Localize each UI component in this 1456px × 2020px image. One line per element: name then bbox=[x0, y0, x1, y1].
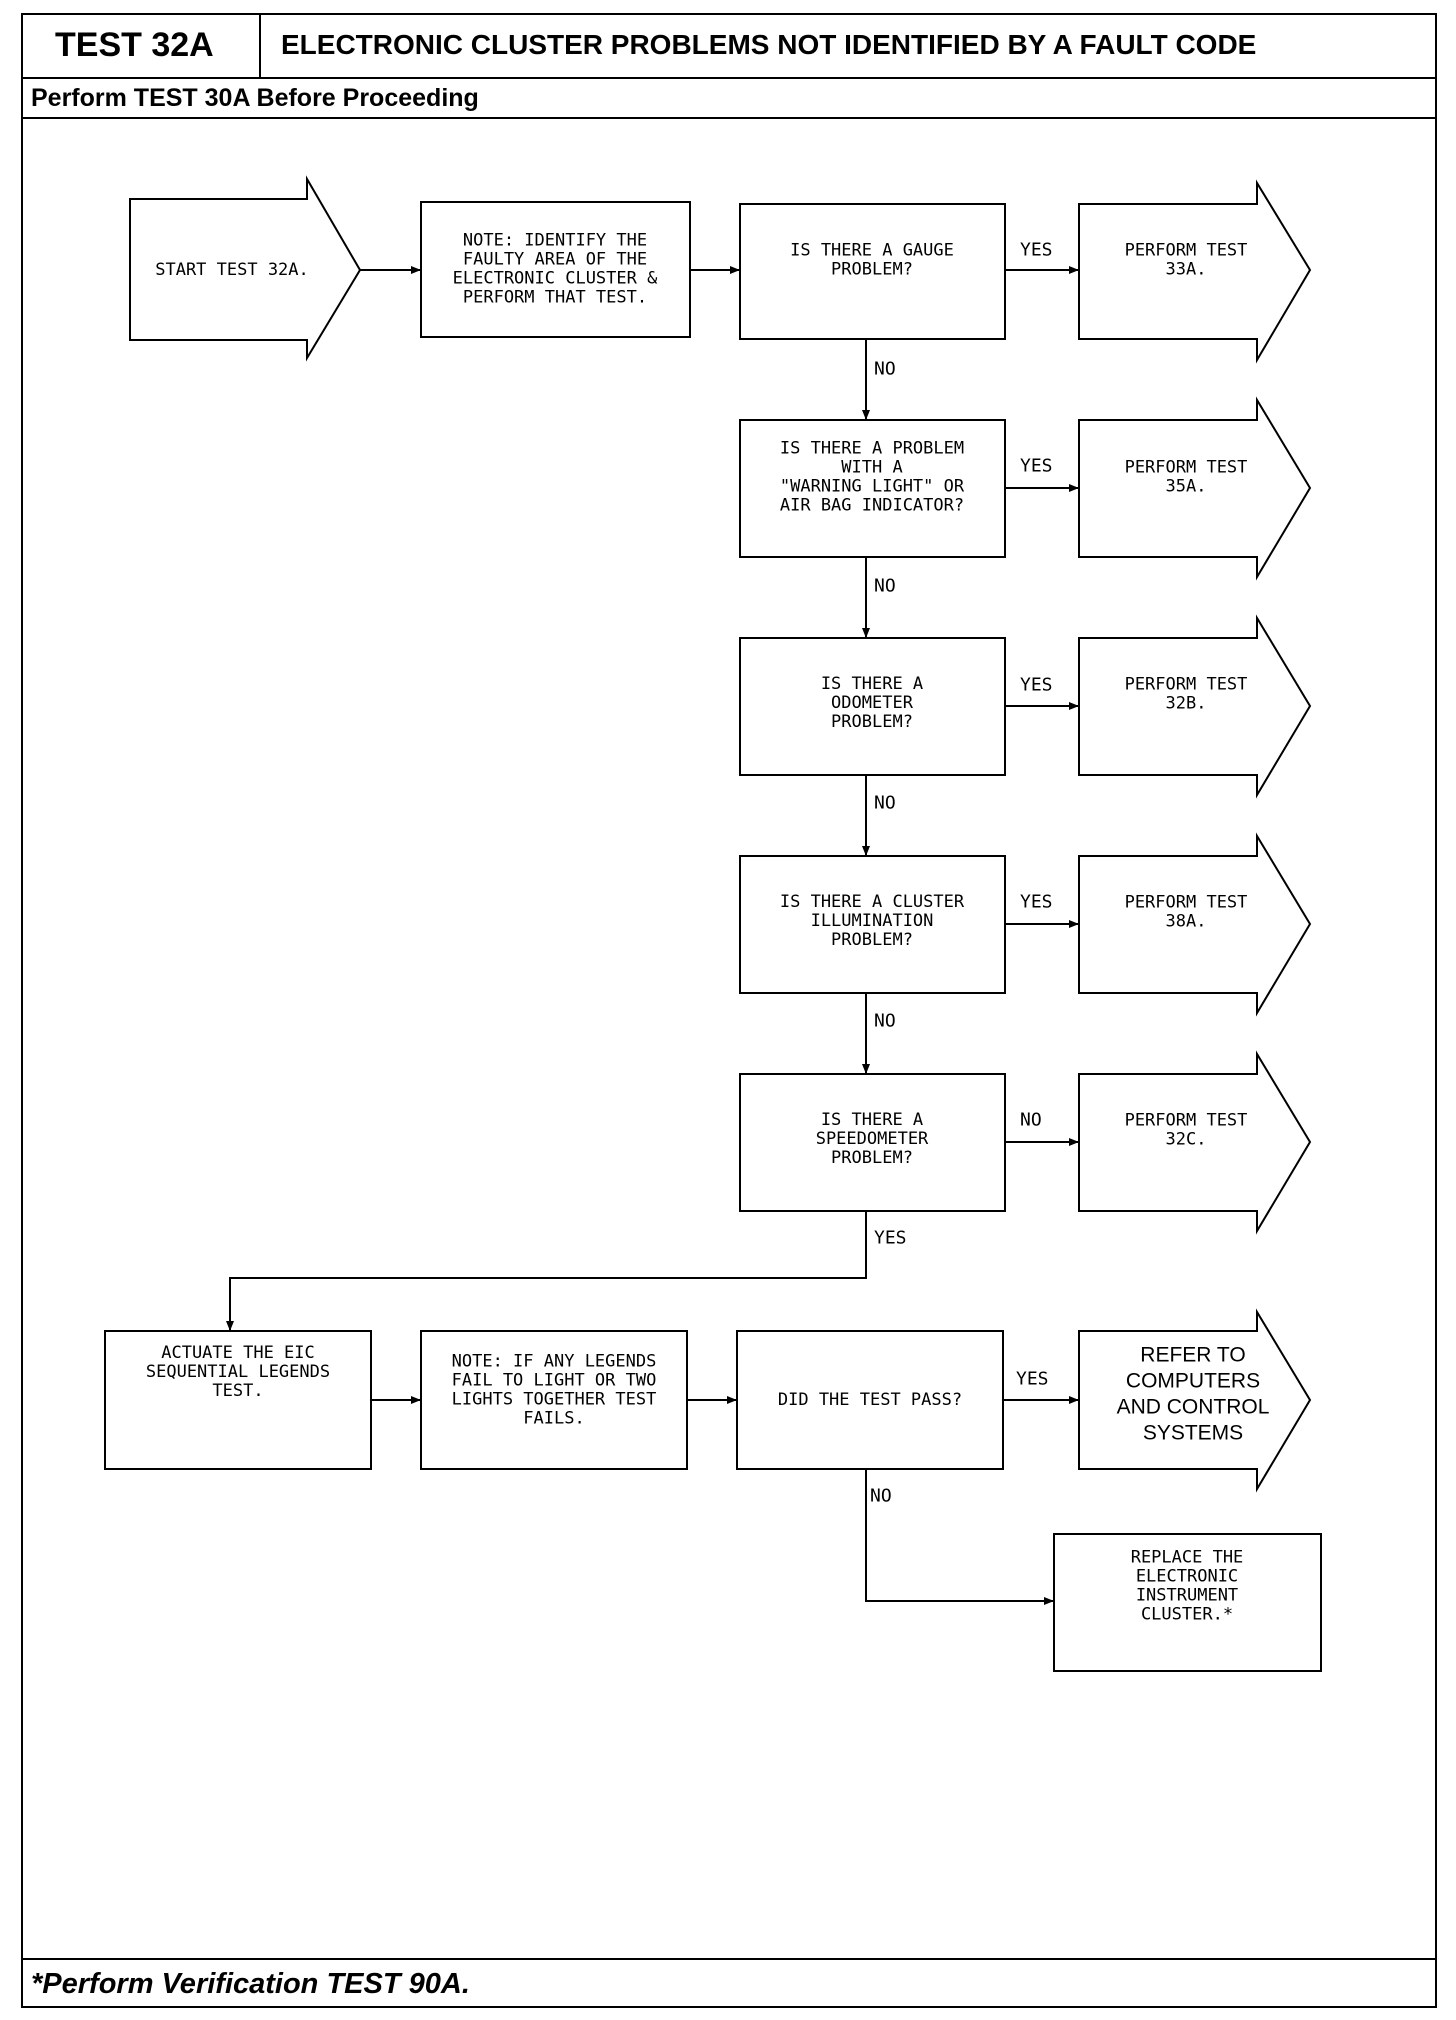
replace-line: INSTRUMENT bbox=[1136, 1586, 1238, 1606]
conn-pass-no bbox=[865, 1469, 1054, 1605]
q-gauge-line: IS THERE A GAUGE bbox=[790, 241, 954, 261]
actuate-line: TEST. bbox=[212, 1381, 263, 1401]
q-illum-line: ILLUMINATION bbox=[811, 911, 934, 931]
yes-speedo-label: YES bbox=[874, 1228, 907, 1249]
header-bar: TEST 32A ELECTRONIC CLUSTER PROBLEMS NOT… bbox=[21, 13, 1437, 79]
prerequisite-note: Perform TEST 30A Before Proceeding bbox=[31, 83, 479, 112]
r-gauge-shape bbox=[1078, 179, 1312, 364]
r-warning-line: 35A. bbox=[1166, 477, 1207, 497]
replace-line: ELECTRONIC bbox=[1136, 1567, 1238, 1587]
note-identify-line: FAULTY AREA OF THE bbox=[463, 250, 647, 270]
no-warning-label: NO bbox=[874, 576, 896, 597]
q-speedo-line: IS THERE A bbox=[821, 1110, 923, 1130]
r-odometer-shape bbox=[1078, 614, 1312, 799]
yes-pass-label: YES bbox=[1016, 1369, 1049, 1390]
r-speedo-line: PERFORM TEST bbox=[1125, 1111, 1248, 1131]
r-odometer-line: PERFORM TEST bbox=[1125, 675, 1248, 695]
r-illum-line: PERFORM TEST bbox=[1125, 893, 1248, 913]
q-warning-line: "WARNING LIGHT" OR bbox=[780, 477, 965, 497]
r-gauge-line: PERFORM TEST bbox=[1125, 241, 1248, 261]
r-speedo-shape bbox=[1078, 1050, 1312, 1235]
no-speedo-label: NO bbox=[1020, 1110, 1042, 1131]
note-identify-line: PERFORM THAT TEST. bbox=[463, 288, 647, 308]
note-legends-line: NOTE: IF ANY LEGENDS bbox=[452, 1352, 657, 1372]
q-odometer-line: PROBLEM? bbox=[831, 712, 913, 732]
note-legends-line: LIGHTS TOGETHER TEST bbox=[452, 1390, 657, 1410]
no-gauge-label: NO bbox=[874, 359, 896, 380]
note-legends-line: FAILS. bbox=[523, 1409, 584, 1429]
note-identify-line: NOTE: IDENTIFY THE bbox=[463, 231, 647, 251]
replace-line: CLUSTER.* bbox=[1141, 1605, 1233, 1625]
r-pass-line: SYSTEMS bbox=[1143, 1422, 1243, 1445]
note-legends-line: FAIL TO LIGHT OR TWO bbox=[452, 1371, 657, 1391]
q-warning-line: IS THERE A PROBLEM bbox=[780, 439, 964, 459]
conn-speedo-yes bbox=[226, 1211, 867, 1331]
q-illum-line: IS THERE A CLUSTER bbox=[780, 892, 965, 912]
q-warning-line: AIR BAG INDICATOR? bbox=[780, 496, 964, 516]
q-speedo-line: PROBLEM? bbox=[831, 1148, 913, 1168]
q-odometer-line: ODOMETER bbox=[831, 693, 914, 713]
actuate-line: SEQUENTIAL LEGENDS bbox=[146, 1362, 330, 1382]
q-speedo-line: SPEEDOMETER bbox=[816, 1129, 929, 1149]
note-identify-line: ELECTRONIC CLUSTER & bbox=[453, 269, 658, 289]
replace-box bbox=[1053, 1533, 1322, 1672]
yes-illum-label: YES bbox=[1020, 892, 1053, 913]
r-pass-shape bbox=[1078, 1308, 1312, 1493]
r-illum-shape bbox=[1078, 832, 1312, 1017]
q-gauge-box bbox=[739, 203, 1006, 340]
page-frame bbox=[21, 13, 1437, 2008]
actuate-line: ACTUATE THE EIC bbox=[161, 1343, 315, 1363]
q-warning-line: WITH A bbox=[841, 458, 902, 478]
r-warning-line: PERFORM TEST bbox=[1125, 458, 1248, 478]
q-odometer-line: IS THERE A bbox=[821, 674, 923, 694]
r-pass-line: REFER TO bbox=[1140, 1344, 1245, 1367]
r-illum-line: 38A. bbox=[1166, 912, 1207, 932]
no-odometer-label: NO bbox=[874, 793, 896, 814]
test-id: TEST 32A bbox=[21, 13, 261, 77]
r-odometer-line: 32B. bbox=[1166, 694, 1207, 714]
replace-line: REPLACE THE bbox=[1131, 1548, 1244, 1568]
no-illum-label: NO bbox=[874, 1011, 896, 1032]
r-warning-shape bbox=[1078, 396, 1312, 581]
yes-gauge-label: YES bbox=[1020, 240, 1053, 261]
r-pass-line: AND CONTROL bbox=[1117, 1396, 1270, 1419]
r-gauge-line: 33A. bbox=[1166, 260, 1207, 280]
q-illum-line: PROBLEM? bbox=[831, 930, 913, 950]
q-gauge-line: PROBLEM? bbox=[831, 260, 913, 280]
start-line: START TEST 32A. bbox=[155, 260, 309, 280]
q-pass-line: DID THE TEST PASS? bbox=[778, 1390, 962, 1410]
yes-odometer-label: YES bbox=[1020, 675, 1053, 696]
subheader-bar: Perform TEST 30A Before Proceeding bbox=[21, 79, 1437, 119]
no-pass-label: NO bbox=[870, 1486, 892, 1507]
page-title: ELECTRONIC CLUSTER PROBLEMS NOT IDENTIFI… bbox=[281, 29, 1257, 60]
r-speedo-line: 32C. bbox=[1166, 1130, 1207, 1150]
footer-bar: *Perform Verification TEST 90A. bbox=[21, 1958, 1437, 2008]
r-pass-line: COMPUTERS bbox=[1126, 1370, 1260, 1393]
verification-note: *Perform Verification TEST 90A. bbox=[31, 1967, 470, 2000]
yes-warning-label: YES bbox=[1020, 456, 1053, 477]
start-shape bbox=[129, 175, 362, 362]
